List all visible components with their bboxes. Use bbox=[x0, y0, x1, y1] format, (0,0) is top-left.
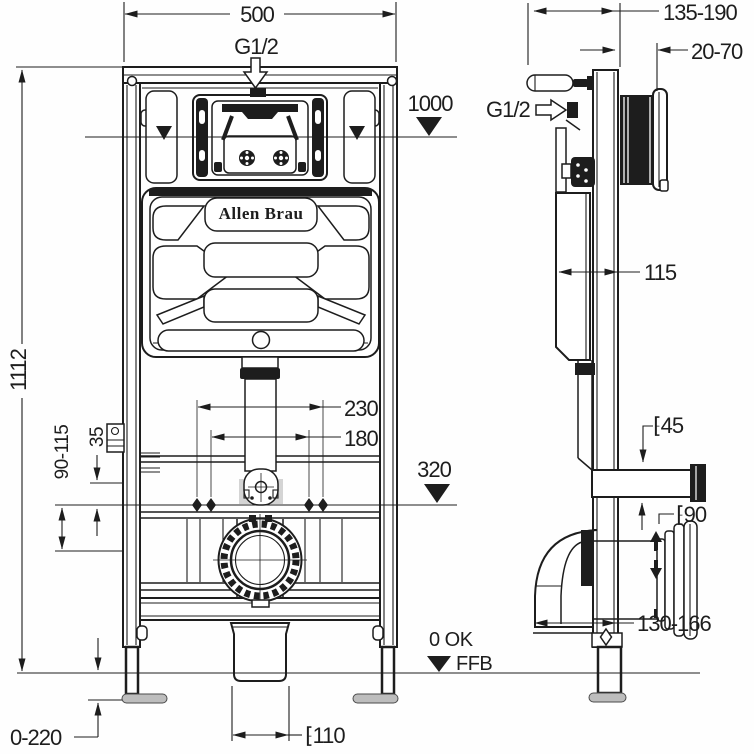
right-rail bbox=[379, 82, 398, 648]
dim-button-depth: 20-70 bbox=[691, 39, 743, 64]
foot-plate bbox=[352, 693, 399, 704]
flush-button-housing bbox=[620, 88, 669, 192]
diamond-hole-icon bbox=[599, 627, 613, 647]
dim-foot-adjust: 0-220 bbox=[10, 725, 62, 750]
dim-outlet-depth: 130-166 bbox=[637, 611, 712, 636]
screw-icon bbox=[386, 75, 398, 87]
dim-bracket-height: 90-115 bbox=[52, 425, 73, 480]
dim-flush-pipe-dia: ⁅45 bbox=[653, 413, 684, 438]
outlet-elbow bbox=[533, 529, 658, 634]
left-foot bbox=[124, 645, 140, 696]
dim-fixing-outer: 230 bbox=[344, 396, 378, 421]
dim-offset-35: 35 bbox=[87, 427, 108, 447]
drain-pipe bbox=[229, 622, 291, 682]
marker-triangle-icon bbox=[349, 126, 365, 140]
dim-install-depth: 135-190 bbox=[663, 0, 738, 25]
right-foot bbox=[380, 645, 396, 696]
dim-frame-height: 1112 bbox=[6, 348, 31, 390]
fill-valve bbox=[555, 102, 595, 193]
flush-pipe-front bbox=[240, 356, 280, 472]
dim-inlet-top: G1/2 bbox=[234, 34, 278, 59]
side-view bbox=[526, 69, 706, 703]
level-triangle-icon bbox=[424, 484, 450, 503]
right-arrow-icon bbox=[535, 98, 568, 122]
dim-drain-dia: ⁅110 bbox=[305, 723, 345, 748]
foot-plate bbox=[588, 692, 627, 703]
dim-bowl-level: 320 bbox=[417, 457, 451, 482]
marker-triangle-icon bbox=[156, 126, 172, 140]
cistern-side bbox=[555, 192, 591, 361]
button-hole bbox=[251, 330, 271, 350]
fixing-point-icon bbox=[304, 498, 314, 512]
dimensions: 500 G1/2 135-190 20-70 1000 G1/2 1112 11… bbox=[6, 0, 744, 750]
dim-fixing-inner: 180 bbox=[344, 426, 378, 451]
fixing-point-icon bbox=[192, 498, 202, 512]
down-arrow-icon bbox=[242, 57, 269, 90]
front-view: Allen Brau bbox=[106, 66, 399, 704]
brand-logo: Allen Brau bbox=[219, 204, 304, 223]
drain-connector bbox=[213, 514, 307, 608]
feet bbox=[121, 625, 399, 704]
level-triangle-icon bbox=[427, 656, 451, 672]
level-triangle-icon bbox=[416, 117, 442, 136]
dim-cistern-depth: 115 bbox=[644, 260, 677, 285]
label-zero-ok: 0 OK bbox=[429, 629, 474, 651]
flush-pipe-side bbox=[575, 360, 706, 502]
stop-valve-handle bbox=[526, 74, 594, 92]
dim-outlet-dia: ⁅90 bbox=[676, 502, 707, 527]
fixing-point-icon bbox=[206, 498, 216, 512]
wall-bracket bbox=[106, 423, 160, 473]
cistern: Allen Brau bbox=[141, 187, 380, 358]
label-ffb: FFB bbox=[456, 653, 492, 675]
bend-fitting bbox=[239, 468, 283, 506]
screw-icon bbox=[126, 75, 138, 87]
outlet-cone bbox=[650, 520, 698, 640]
dim-overall-width: 500 bbox=[240, 2, 274, 27]
dim-inlet-side: G1/2 bbox=[486, 97, 530, 122]
left-rail bbox=[122, 82, 141, 648]
fixing-point-icon bbox=[318, 498, 328, 512]
foot-plate bbox=[121, 693, 168, 704]
dim-button-height: 1000 bbox=[408, 91, 454, 116]
side-foot bbox=[588, 627, 627, 703]
